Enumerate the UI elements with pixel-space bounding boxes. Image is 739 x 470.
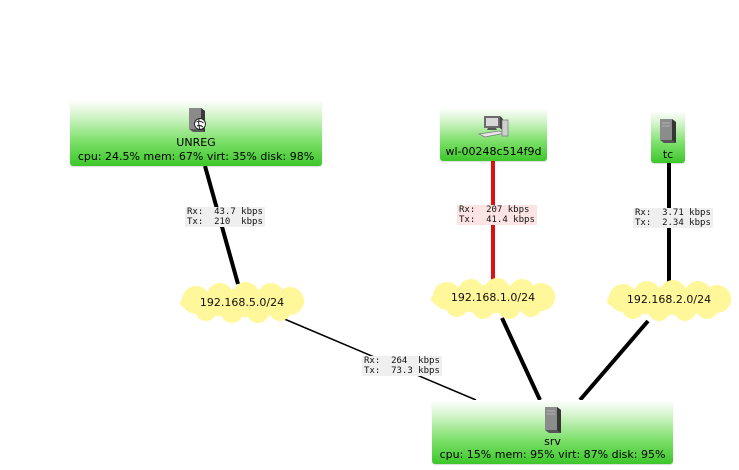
tx-rate: Tx: 2.34 kbps [635,218,711,228]
tx-rate: Tx: 73.3 kbps [364,366,440,376]
server-globe-icon [189,108,206,132]
cloud-icon [431,278,555,319]
network-cloud-192-168-5[interactable]: 192.168.5.0/24 [176,282,308,324]
node-unreg-stats: cpu: 24.5% mem: 67% virt: 35% disk: 98% [77,150,315,163]
node-srv[interactable]: srv cpu: 15% mem: 95% virt: 87% disk: 95… [432,400,673,464]
server-icon [660,119,676,143]
node-wl[interactable]: wl-00248c514f9d [440,108,547,161]
network-label: 192.168.5.0/24 [199,296,285,309]
network-cloud-192-168-2[interactable]: 192.168.2.0/24 [603,280,735,322]
cloud-icon [180,282,304,323]
node-tc-name: tc [662,148,674,161]
node-srv-name: srv [544,435,561,448]
workstation-icon [477,116,508,138]
tx-rate: Tx: 41.4 kbps [459,215,535,225]
network-cloud-192-168-1[interactable]: 192.168.1.0/24 [427,278,559,320]
rx-rate: Rx: 43.7 kbps [187,207,263,217]
node-srv-stats: cpu: 15% mem: 95% virt: 87% disk: 95% [439,448,666,461]
rx-rate: Rx: 207 kbps [459,205,530,215]
rx-rate: Rx: 264 kbps [364,356,440,366]
rx-rate: Rx: 3.71 kbps [635,208,711,218]
link-net1-srv[interactable] [500,317,542,401]
tx-rate: Tx: 210 kbps [187,217,263,227]
node-wl-name: wl-00248c514f9d [445,145,542,158]
network-label: 192.168.1.0/24 [450,291,536,304]
node-unreg-name: UNREG [176,136,216,149]
node-unreg[interactable]: UNREG cpu: 24.5% mem: 67% virt: 35% disk… [70,100,322,166]
link-net2-srv[interactable] [578,319,650,402]
server-icon [544,407,561,433]
node-tc[interactable]: tc [651,111,685,163]
cloud-icon [607,280,731,321]
network-label: 192.168.2.0/24 [626,293,712,306]
